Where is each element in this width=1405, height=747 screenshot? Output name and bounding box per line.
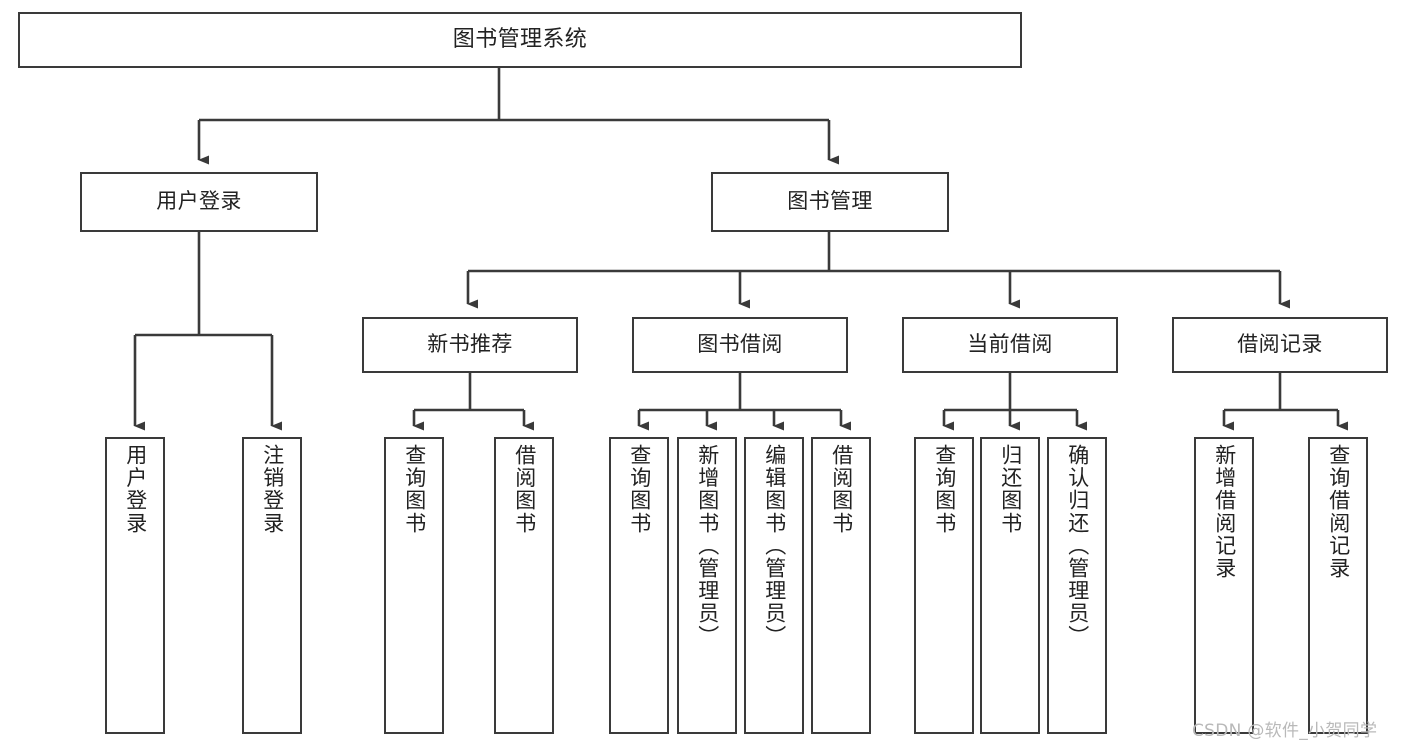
- node-label: 确认归还（管理员）: [1065, 444, 1090, 648]
- node-label: 借阅图书: [829, 444, 854, 535]
- node-label: 借阅记录: [1237, 332, 1323, 357]
- node-label: 用户登录: [156, 189, 242, 214]
- node-label: 查询借阅记录: [1326, 444, 1351, 580]
- node-book-borrow[interactable]: 图书借阅: [632, 317, 848, 373]
- node-label: 图书借阅: [697, 332, 783, 357]
- node-label: 新书推荐: [427, 332, 513, 357]
- node-label: 注销登录: [260, 444, 285, 535]
- node-label: 查询图书: [402, 444, 427, 535]
- leaf-borrow-book[interactable]: 借阅图书: [811, 437, 871, 734]
- node-root-book-management-system[interactable]: 图书管理系统: [18, 12, 1022, 68]
- node-borrow-record[interactable]: 借阅记录: [1172, 317, 1388, 373]
- node-label: 新增图书（管理员）: [695, 444, 720, 648]
- leaf-query-book-borrow[interactable]: 查询图书: [609, 437, 669, 734]
- node-current-borrow[interactable]: 当前借阅: [902, 317, 1118, 373]
- node-label: 图书管理: [787, 189, 873, 214]
- node-label: 借阅图书: [512, 444, 537, 535]
- leaf-user-login[interactable]: 用户登录: [105, 437, 165, 734]
- leaf-borrow-book-recommend[interactable]: 借阅图书: [494, 437, 554, 734]
- node-book-management[interactable]: 图书管理: [711, 172, 949, 232]
- leaf-query-borrow-record[interactable]: 查询借阅记录: [1308, 437, 1368, 734]
- csdn-watermark: CSDN @软件_小贺同学: [1192, 721, 1378, 741]
- node-label: 查询图书: [932, 444, 957, 535]
- node-user-login[interactable]: 用户登录: [80, 172, 318, 232]
- leaf-edit-book-admin[interactable]: 编辑图书（管理员）: [744, 437, 804, 734]
- leaf-query-book-recommend[interactable]: 查询图书: [384, 437, 444, 734]
- leaf-add-borrow-record[interactable]: 新增借阅记录: [1194, 437, 1254, 734]
- node-label: 当前借阅: [967, 332, 1053, 357]
- node-new-book-recommend[interactable]: 新书推荐: [362, 317, 578, 373]
- node-label: 归还图书: [998, 444, 1023, 535]
- leaf-confirm-return-admin[interactable]: 确认归还（管理员）: [1047, 437, 1107, 734]
- node-label: 新增借阅记录: [1212, 444, 1237, 580]
- node-label: 编辑图书（管理员）: [762, 444, 787, 648]
- node-label: 图书管理系统: [452, 26, 588, 52]
- leaf-query-book-current[interactable]: 查询图书: [914, 437, 974, 734]
- node-label: 查询图书: [627, 444, 652, 535]
- leaf-add-book-admin[interactable]: 新增图书（管理员）: [677, 437, 737, 734]
- leaf-logout[interactable]: 注销登录: [242, 437, 302, 734]
- leaf-return-book[interactable]: 归还图书: [980, 437, 1040, 734]
- node-label: 用户登录: [123, 444, 148, 535]
